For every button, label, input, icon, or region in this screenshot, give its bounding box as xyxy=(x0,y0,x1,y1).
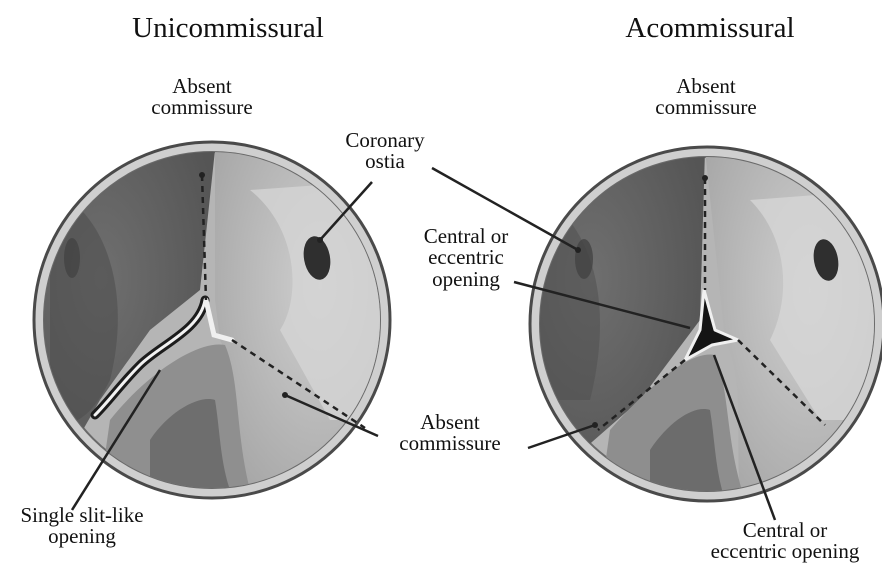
unicommissural-title: Unicommissural xyxy=(118,14,338,44)
single-slit-opening-label: Single slit-like opening xyxy=(2,505,162,548)
unicommissural-valve xyxy=(34,142,390,498)
acommissural-title: Acommissural xyxy=(600,14,820,44)
central-eccentric-opening-label: Central or eccentric opening xyxy=(396,226,536,290)
absent-commissure-label-middle: Absent commissure xyxy=(370,412,530,455)
absent-commissure-label-left: Absent commissure xyxy=(132,76,272,119)
central-eccentric-opening-label-bottom: Central or eccentric opening xyxy=(690,520,880,563)
absent-commissure-label-right: Absent commissure xyxy=(636,76,776,119)
coronary-ostia-label: Coronary ostia xyxy=(330,130,440,173)
acommissural-valve xyxy=(530,147,882,501)
